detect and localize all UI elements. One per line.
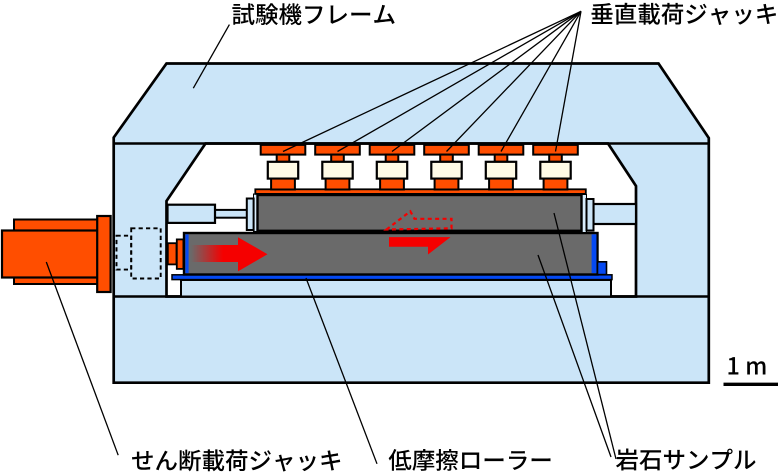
upper-sample-end-cap-right (585, 198, 595, 232)
jack-leader-line-1 (282, 10, 582, 153)
scale-bar-label-glyphs (728, 357, 766, 375)
jack-2-mount-plate (314, 143, 361, 156)
jack-5-foot (488, 177, 514, 191)
shear-jack-leader-line (45, 261, 119, 456)
upper-rock-sample (256, 193, 583, 232)
jack-leader-line-5 (500, 10, 582, 152)
jack-2-cylinder (321, 160, 354, 180)
rock-sample-label: 岩石サンプル (616, 446, 756, 474)
jack-3-foot (379, 177, 405, 191)
jack-leader-line-2 (337, 10, 582, 153)
jack-4-mount-plate (423, 143, 470, 156)
frame-label: 試験機フレーム (232, 1, 396, 29)
shear-loading-jack (0, 214, 185, 294)
upper-sample-rod-left (214, 208, 248, 219)
jack-1-cylinder (266, 160, 300, 180)
jack-leader-line-4 (446, 10, 582, 152)
vertical-jack-1 (259, 143, 307, 191)
jack-1-mount-plate (259, 143, 307, 156)
vertical-jacks-label: 垂直載荷ジャッキ (590, 1, 777, 29)
vertical-jack-6 (532, 143, 579, 191)
roller-platform (180, 279, 612, 298)
shear-couple-arrow (389, 237, 451, 255)
vertical-jack-2 (314, 143, 361, 191)
vertical-jack-4 (423, 143, 470, 191)
jack-4-foot (433, 177, 460, 191)
lower-sample-edge-strip-left (185, 234, 189, 274)
shear-jack-body (0, 229, 101, 279)
scale-bar-label-text: 1 m (727, 353, 772, 381)
sample-leader-line-lower (537, 254, 612, 458)
rock-sample-label-text: 岩石サンプル (616, 446, 756, 474)
upper-sample-rod-right (592, 202, 638, 226)
sample-leader-line-upper (553, 212, 617, 460)
rollers-label: 低摩擦ローラー (388, 447, 553, 475)
upper-sample-cylinder-left (166, 203, 217, 224)
shear-jack-flange (96, 214, 112, 294)
lower-sample-edge-strip-right (591, 234, 597, 274)
shear-jack-label-glyphs (131, 449, 341, 472)
jack-5-cylinder (484, 160, 518, 180)
reaction-arrow-dashed (383, 209, 453, 231)
frame-label-text: 試験機フレーム (232, 1, 396, 29)
jack-6-cylinder (539, 160, 572, 180)
shear-jack-label: せん断載荷ジャッキ (131, 447, 341, 475)
jack-3-mount-plate (368, 143, 416, 156)
jack-1-foot (270, 177, 296, 191)
shear-motion-arrow (191, 237, 268, 272)
rock-sample-label-glyphs (616, 448, 756, 471)
rollers-label-text: 低摩擦ローラー (388, 447, 553, 475)
vertical-jacks-label-text: 垂直載荷ジャッキ (590, 1, 777, 29)
frame-leader-line (192, 24, 230, 89)
jack-2-foot (324, 177, 351, 191)
upper-sample-end-cap-left (245, 197, 255, 231)
vertical-jack-5 (477, 143, 525, 191)
jack-leader-line-3 (391, 10, 582, 153)
jack-6-foot (542, 177, 569, 191)
shear-jack-label-text: せん断載荷ジャッキ (131, 447, 341, 475)
jack-leader-line-6 (554, 11, 582, 152)
vertical-jacks-label-glyphs (591, 2, 777, 25)
slide-step (596, 260, 608, 276)
upper-sample-loading-strip (254, 188, 587, 195)
rollers-label-glyphs (388, 448, 551, 471)
hidden-piston-outline-large (130, 227, 162, 280)
shear-jack-piston-collar (166, 242, 178, 266)
jack-4-cylinder (430, 160, 463, 180)
vertical-jack-3 (368, 143, 416, 191)
shear-jack-piston-tip (175, 238, 185, 270)
jack-3-cylinder (375, 160, 409, 180)
jack-5-mount-plate (477, 143, 525, 156)
scale-bar-label: 1 m (727, 353, 772, 381)
frame-label-glyphs (232, 3, 395, 26)
rollers-leader-line (305, 277, 378, 465)
